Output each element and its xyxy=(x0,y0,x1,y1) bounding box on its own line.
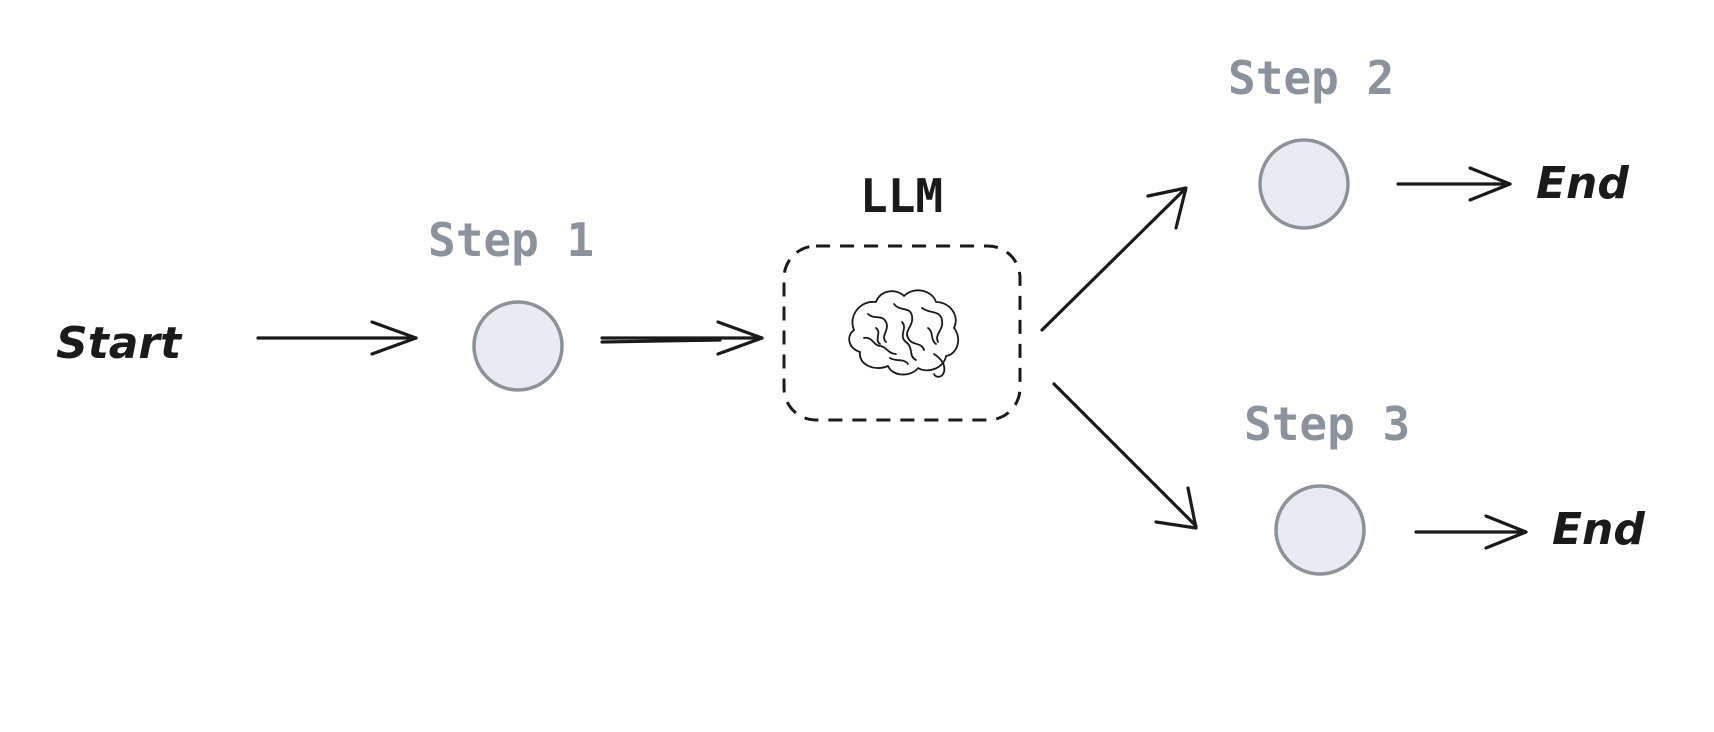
arrow-llm-to-step3 xyxy=(1052,382,1198,530)
step1-node xyxy=(472,300,564,392)
arrow-step1-to-llm xyxy=(600,320,764,356)
llm-label: LLM xyxy=(860,169,943,223)
start-label: Start xyxy=(56,318,183,369)
step2-node xyxy=(1258,138,1350,230)
step3-node xyxy=(1274,484,1366,576)
step3-label: Step 3 xyxy=(1244,397,1410,451)
brain-icon xyxy=(848,289,960,378)
end-label-bottom: End xyxy=(1552,504,1645,555)
arrow-step2-to-end xyxy=(1396,166,1512,202)
llm-box xyxy=(782,244,1022,422)
arrow-start-to-step1 xyxy=(256,320,418,356)
arrow-llm-to-step2 xyxy=(1040,186,1188,332)
step1-label: Step 1 xyxy=(428,213,594,267)
step2-label: Step 2 xyxy=(1228,51,1394,105)
end-label-top: End xyxy=(1536,158,1629,209)
arrow-step3-to-end xyxy=(1414,514,1528,550)
